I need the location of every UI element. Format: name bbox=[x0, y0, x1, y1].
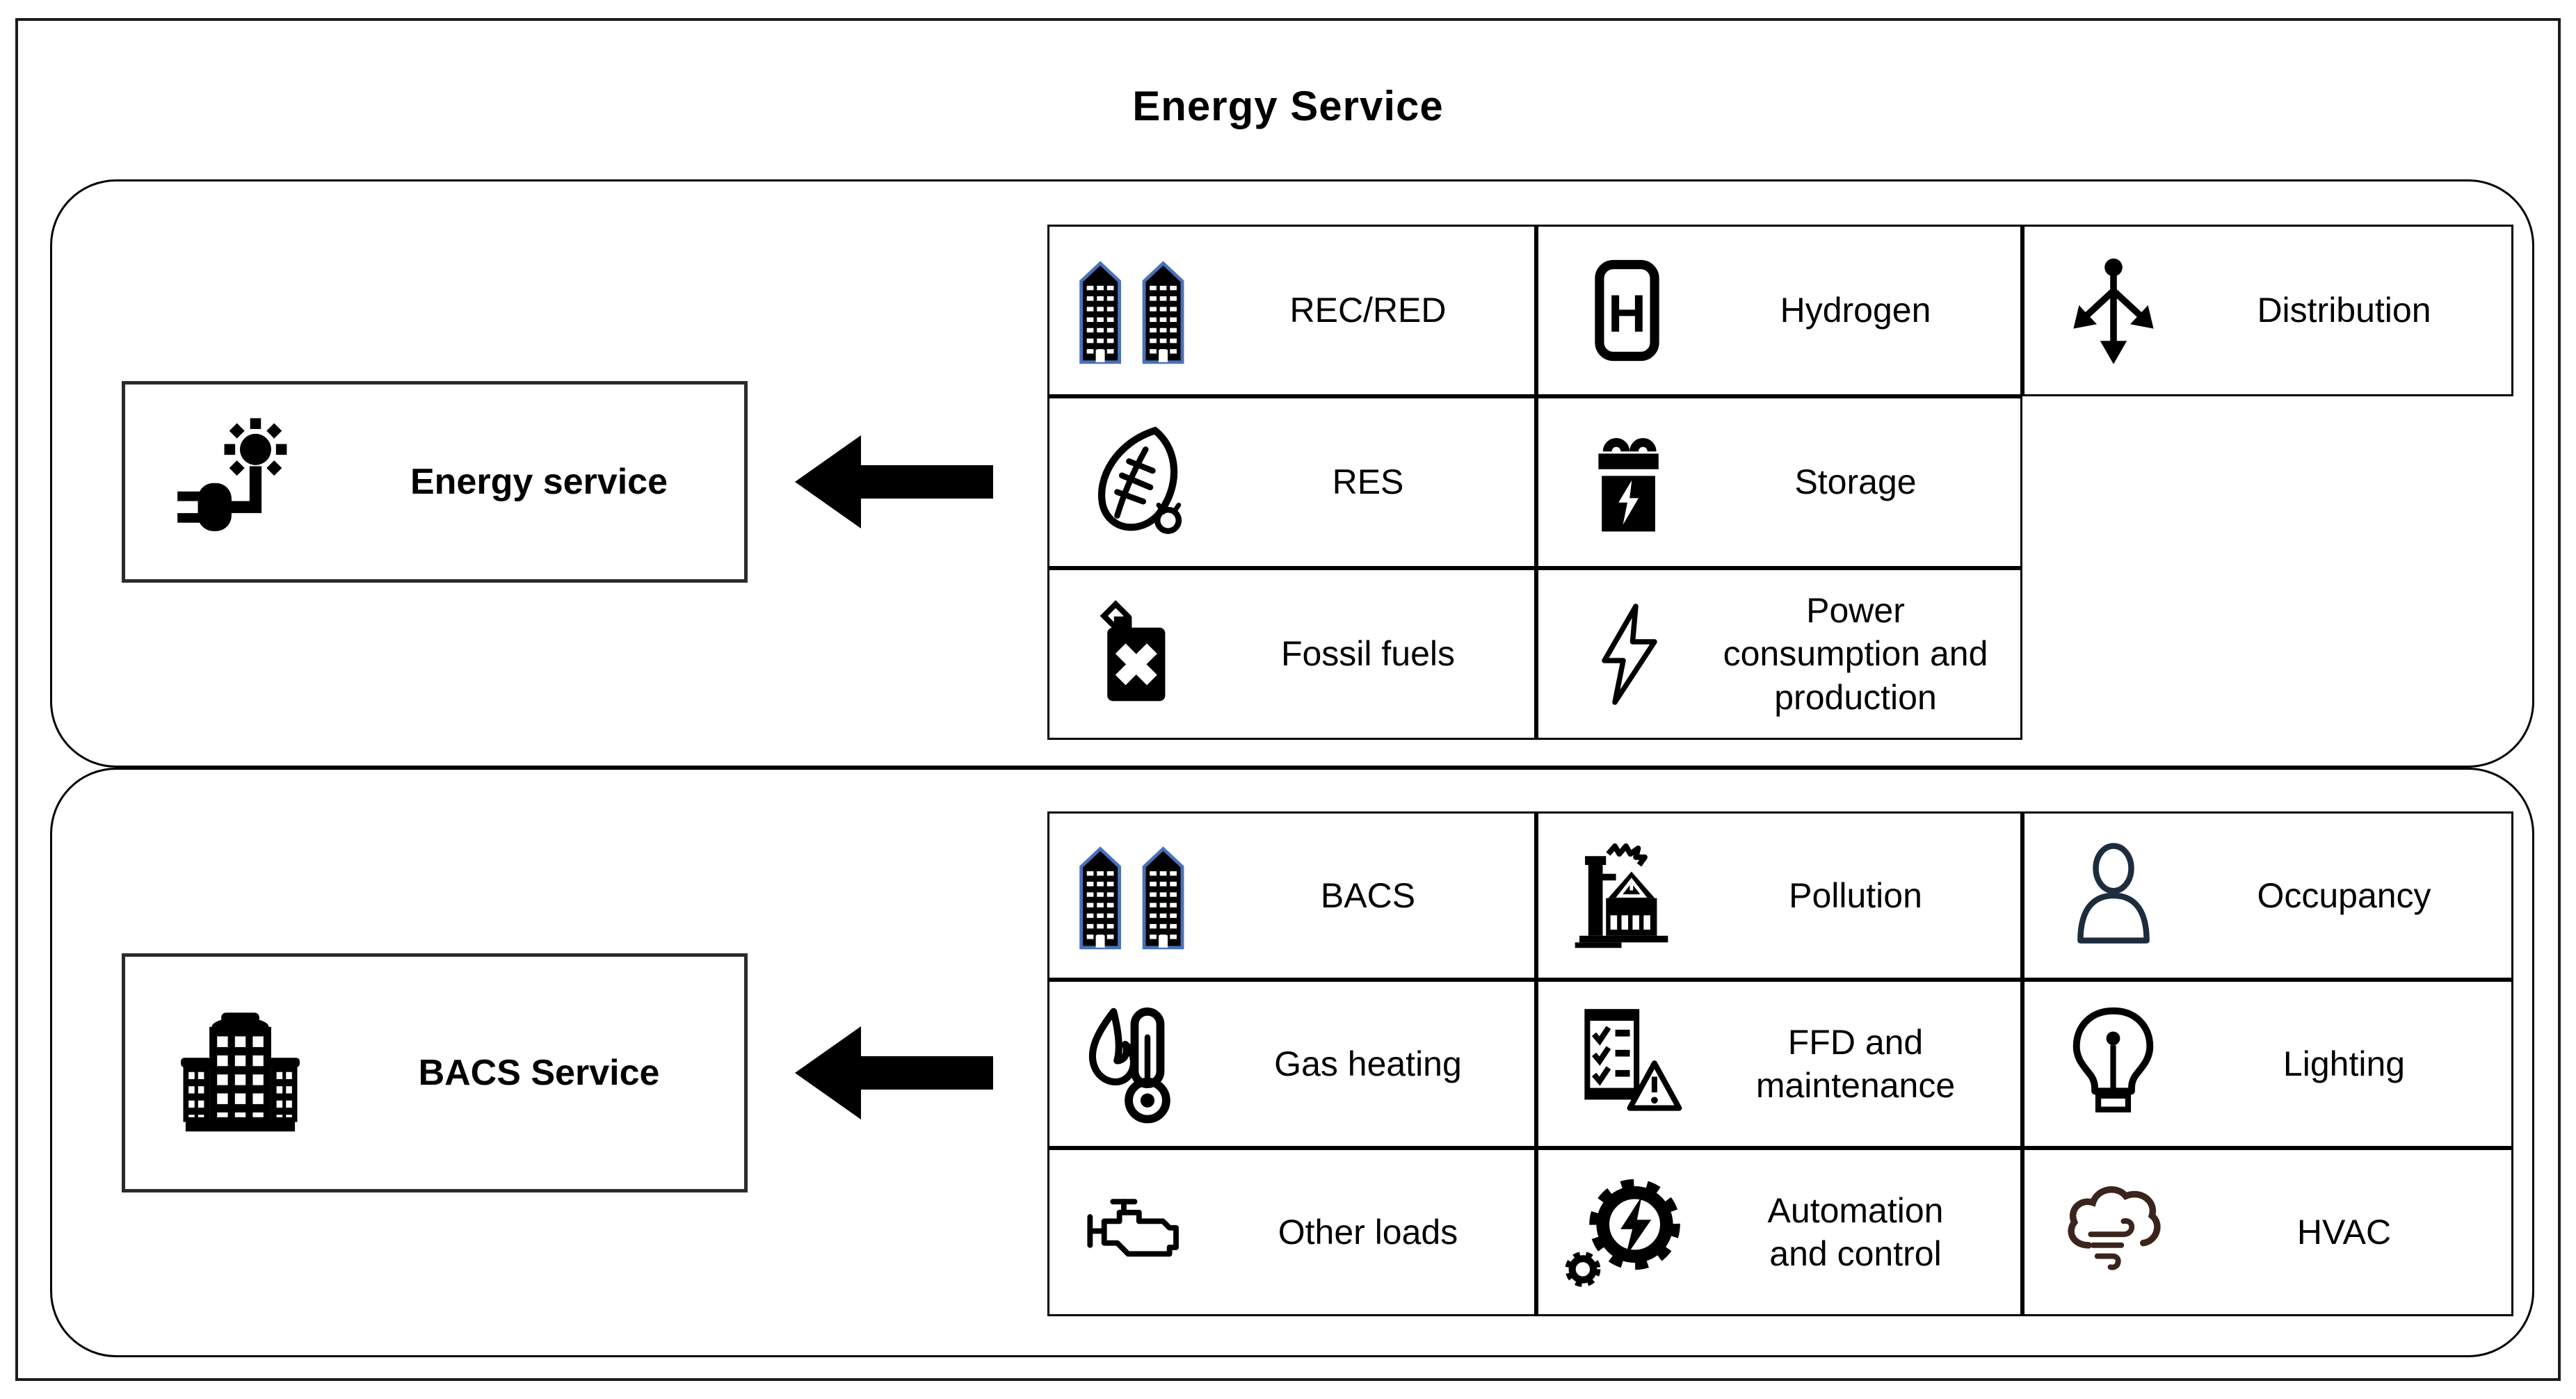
cell-res: RES bbox=[1047, 396, 1536, 568]
cell-label: Gas heating bbox=[1274, 1044, 1462, 1083]
arrow-shaft bbox=[861, 465, 993, 499]
cell-label: Lighting bbox=[2283, 1044, 2406, 1083]
lightbulb-icon bbox=[2024, 1003, 2202, 1125]
factory-smoke-icon bbox=[1538, 839, 1716, 953]
cell-rec-red: REC/RED bbox=[1047, 225, 1536, 396]
cell-gas-heating: Gas heating bbox=[1047, 980, 1536, 1148]
cell-label: Automation and control bbox=[1767, 1190, 1944, 1274]
office-building-icon bbox=[125, 1005, 355, 1141]
cell-label: RES bbox=[1332, 462, 1404, 502]
cell-lighting: Lighting bbox=[2022, 980, 2513, 1148]
cell-occupancy: Occupancy bbox=[2022, 811, 2513, 980]
bacs-service-box: BACS Service bbox=[122, 953, 748, 1192]
arrow-shaft bbox=[861, 1056, 993, 1090]
cell-label: HVAC bbox=[2296, 1212, 2392, 1252]
lightning-bolt-icon bbox=[1538, 595, 1716, 713]
twin-towers-icon bbox=[1049, 253, 1227, 368]
cell-hvac: HVAC bbox=[2022, 1148, 2513, 1316]
engine-icon bbox=[1049, 1176, 1227, 1288]
bacs-left-arrow-icon bbox=[795, 1026, 993, 1119]
energy-left-arrow-icon bbox=[795, 435, 993, 528]
page-title: Energy Service bbox=[1132, 83, 1444, 129]
svg-text:H: H bbox=[1608, 284, 1646, 343]
arrow-head bbox=[795, 1026, 861, 1119]
cell-automation: Automation and control bbox=[1536, 1148, 2022, 1316]
cloud-wind-icon bbox=[2024, 1176, 2202, 1288]
cell-label: Occupancy bbox=[2257, 875, 2431, 915]
gears-bolt-icon bbox=[1538, 1170, 1716, 1295]
twin-towers-icon bbox=[1049, 839, 1227, 953]
cell-label: Fossil fuels bbox=[1280, 634, 1456, 674]
cell-label: FFD and maintenance bbox=[1755, 1022, 1956, 1106]
hydrogen-badge-icon: H bbox=[1538, 253, 1716, 368]
cell-storage: Storage bbox=[1536, 396, 2022, 568]
cell-other-loads: Other loads bbox=[1047, 1148, 1536, 1316]
cell-label: BACS bbox=[1320, 875, 1416, 915]
cell-label: Power consumption and production bbox=[1723, 590, 1988, 717]
cell-hydrogen: H Hydrogen bbox=[1536, 225, 2022, 396]
bacs-section: BACS Service bbox=[50, 768, 2534, 1357]
energy-section: Energy service bbox=[50, 179, 2534, 768]
cell-power: Power consumption and production bbox=[1536, 568, 2022, 740]
cell-label: Hydrogen bbox=[1780, 291, 1931, 330]
energy-grid: REC/RED H Hydrogen bbox=[1047, 225, 2513, 740]
cell-label: REC/RED bbox=[1289, 291, 1447, 330]
arrow-head bbox=[795, 435, 861, 528]
cell-label: Other loads bbox=[1278, 1212, 1458, 1252]
cell-label: Distribution bbox=[2257, 291, 2431, 330]
bacs-service-label: BACS Service bbox=[418, 1053, 660, 1093]
cell-fossil-fuels: Fossil fuels bbox=[1047, 568, 1536, 740]
flame-thermometer-icon bbox=[1049, 1000, 1227, 1129]
cell-bacs: BACS bbox=[1047, 811, 1536, 980]
checklist-warning-icon bbox=[1538, 1005, 1716, 1123]
leaf-icon bbox=[1049, 423, 1227, 542]
cell-label: Storage bbox=[1794, 462, 1917, 502]
distribution-arrows-icon bbox=[2024, 255, 2202, 366]
sun-plug-icon bbox=[125, 416, 355, 548]
person-icon bbox=[2024, 836, 2202, 955]
energy-service-box: Energy service bbox=[122, 381, 748, 583]
cell-pollution: Pollution bbox=[1536, 811, 2022, 980]
battery-icon bbox=[1538, 427, 1716, 538]
cell-ffd: FFD and maintenance bbox=[1536, 980, 2022, 1148]
cell-distribution: Distribution bbox=[2022, 225, 2513, 396]
energy-service-label: Energy service bbox=[410, 462, 668, 502]
bacs-grid: BACS bbox=[1047, 811, 2513, 1316]
fuel-can-icon bbox=[1049, 599, 1227, 710]
cell-label: Pollution bbox=[1789, 875, 1922, 915]
